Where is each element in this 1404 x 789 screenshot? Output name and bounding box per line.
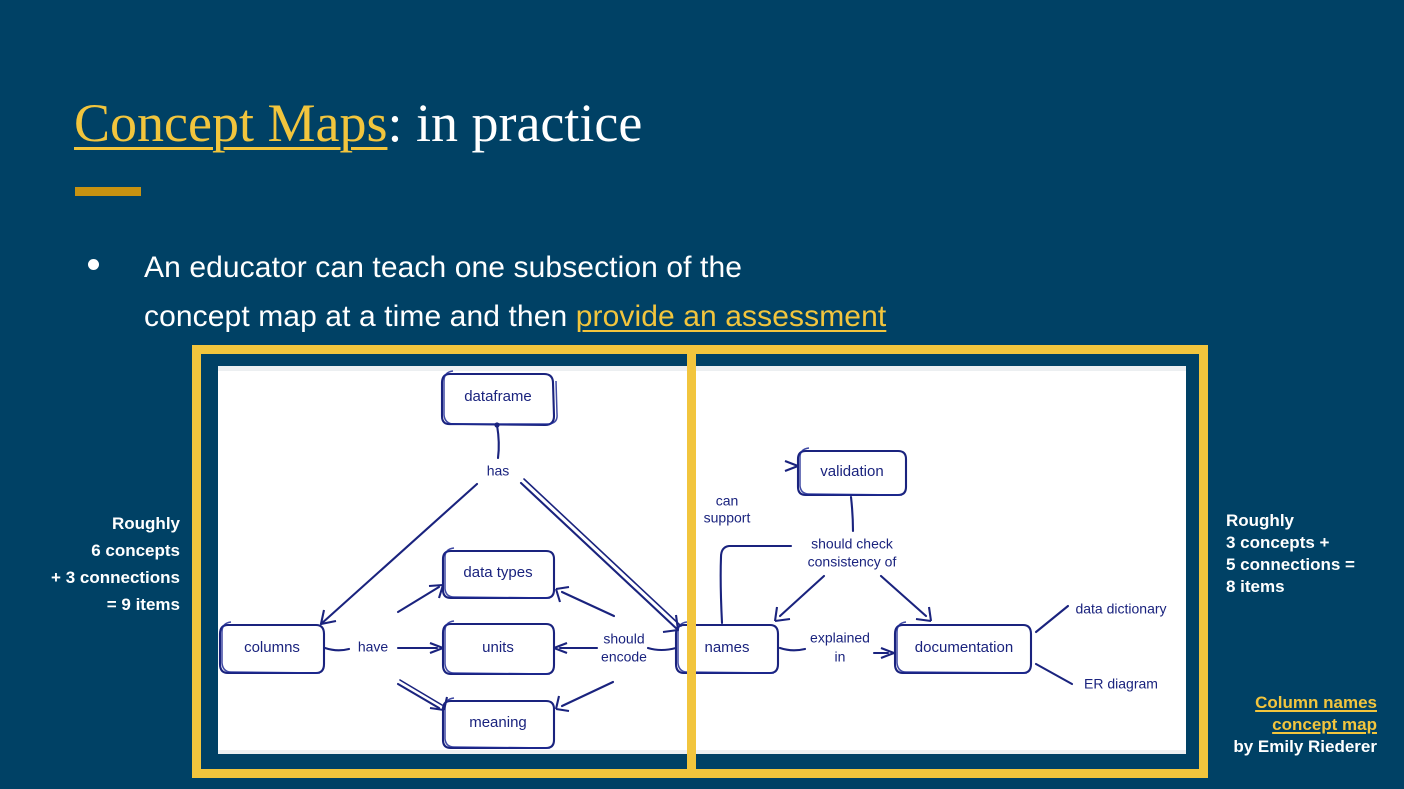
credit-link-line-1[interactable]: Column names xyxy=(1255,693,1377,712)
edge-label-should-encode: should encode xyxy=(601,631,647,665)
annotation-right-line-2: 3 concepts + xyxy=(1226,533,1330,552)
edge-explained-in-documentation xyxy=(872,647,895,659)
svg-text:encode: encode xyxy=(601,649,647,665)
svg-text:consistency of: consistency of xyxy=(808,554,897,570)
assessment-link[interactable]: provide an assessment xyxy=(575,300,887,333)
page-title: Concept Maps: in practice xyxy=(74,92,642,156)
edge-columns-have xyxy=(323,646,351,652)
bullet-text: An educator can teach one subsection of … xyxy=(144,243,886,341)
annotation-right-line-3: 5 connections = xyxy=(1226,555,1355,574)
svg-text:in: in xyxy=(835,649,846,665)
title-accent-rule xyxy=(75,187,141,196)
figure-split-divider xyxy=(687,345,696,778)
node-units: units xyxy=(441,620,556,676)
edge-have-data-types xyxy=(396,583,445,614)
credit-block: Column names concept map by Emily Rieder… xyxy=(1233,692,1377,758)
annotation-right-line-1: Roughly xyxy=(1226,511,1294,530)
edge-has-names xyxy=(519,478,682,634)
node-label: columns xyxy=(244,639,300,656)
svg-text:support: support xyxy=(704,510,751,526)
edge-label-can-support: can support xyxy=(704,493,751,526)
edge-validation-should-check xyxy=(849,495,855,533)
svg-text:should check: should check xyxy=(811,536,894,552)
annotation-left-line-4: = 9 items xyxy=(106,595,180,614)
annotation-left-line-1: Roughly xyxy=(112,514,180,533)
node-label: meaning xyxy=(469,714,527,731)
title-highlight: Concept Maps xyxy=(74,93,388,153)
node-label: validation xyxy=(820,463,883,480)
concept-map-figure: dataframe data types columns units meani… xyxy=(218,366,1186,754)
annotation-left-line-3: + 3 connections xyxy=(51,568,180,587)
svg-text:explained: explained xyxy=(810,630,870,646)
edge-have-meaning xyxy=(396,679,449,712)
edge-label-should-check-consistency-of: should check consistency of xyxy=(808,536,897,570)
svg-text:can: can xyxy=(716,493,739,509)
edge-should-encode-meaning xyxy=(554,680,615,713)
node-columns: columns xyxy=(218,621,326,675)
edge-names-explained-in xyxy=(778,646,807,652)
edge-has-columns xyxy=(319,482,479,626)
edge-names-can-support-validation xyxy=(719,460,799,625)
edge-should-encode-data-types xyxy=(554,585,616,618)
edge-should-check-names xyxy=(773,574,826,623)
edge-should-check-documentation xyxy=(879,574,933,623)
node-label: dataframe xyxy=(464,388,532,405)
annotation-left: Roughly 6 concepts + 3 connections = 9 i… xyxy=(51,510,180,618)
node-documentation: documentation xyxy=(893,621,1033,675)
edge-dataframe-has xyxy=(494,422,500,460)
edge-label-has: has xyxy=(487,463,510,479)
node-label: data types xyxy=(463,564,532,581)
credit-link-line-2[interactable]: concept map xyxy=(1272,715,1377,734)
bullet-line-1: An educator can teach one subsection of … xyxy=(144,251,743,284)
svg-text:should: should xyxy=(603,631,644,647)
bullet-dot-icon xyxy=(88,259,99,270)
edge-documentation-er-diagram xyxy=(1034,662,1074,686)
node-meaning: meaning xyxy=(441,697,556,750)
bullet-line-2-plain: concept map at a time and then xyxy=(144,300,576,333)
edge-documentation-data-dictionary xyxy=(1034,604,1070,634)
node-label: names xyxy=(704,639,749,656)
edge-label-have: have xyxy=(358,639,389,655)
leaf-label-data-dictionary: data dictionary xyxy=(1075,601,1166,617)
node-data-types: data types xyxy=(441,547,556,600)
title-rest: : in practice xyxy=(387,93,643,153)
node-label: documentation xyxy=(915,639,1013,656)
annotation-right: Roughly 3 concepts + 5 connections = 8 i… xyxy=(1226,510,1355,598)
edge-have-units xyxy=(396,642,444,654)
list-item: An educator can teach one subsection of … xyxy=(88,243,1048,341)
credit-author: by Emily Riederer xyxy=(1233,737,1377,756)
node-dataframe: dataframe xyxy=(440,370,558,427)
annotation-right-line-4: 8 items xyxy=(1226,577,1285,596)
annotation-left-line-2: 6 concepts xyxy=(91,541,180,560)
edge-label-explained-in: explained in xyxy=(810,630,870,665)
node-label: units xyxy=(482,639,514,656)
bullet-list: An educator can teach one subsection of … xyxy=(88,243,1048,341)
leaf-label-er-diagram: ER diagram xyxy=(1084,676,1158,692)
edge-should-encode-units xyxy=(553,642,599,654)
concept-map-svg: dataframe data types columns units meani… xyxy=(218,370,1167,750)
node-validation: validation xyxy=(796,447,908,497)
edge-names-should-encode xyxy=(646,646,678,652)
